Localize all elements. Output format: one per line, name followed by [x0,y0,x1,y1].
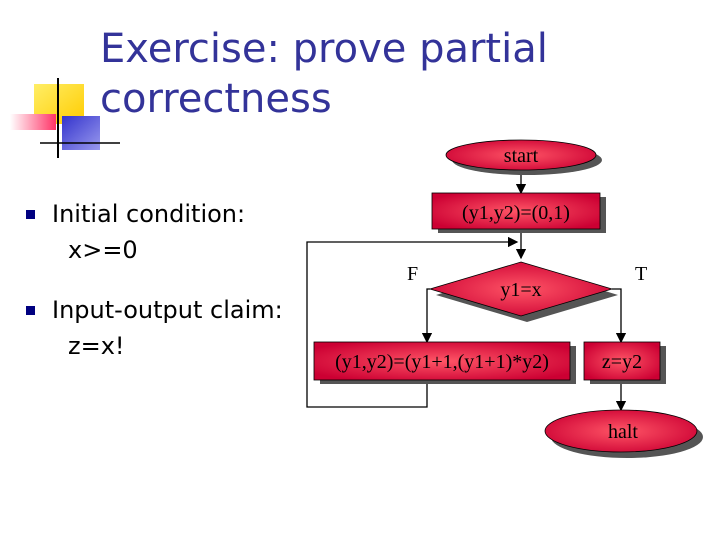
title-line-1: Exercise: prove partial [100,26,548,72]
assign-output-node: z=y2 [583,341,666,384]
title-line-2: correctness [100,76,332,122]
init-node: (y1,y2)=(0,1) [431,192,606,233]
logo-red-bar [10,114,56,130]
bullet-marker-icon [26,306,35,315]
flow-connectors [306,170,627,412]
bullet-initial-condition: Initial condition: x>=0 [22,196,312,268]
arrow-loop-back [306,236,519,408]
logo-decoration [10,78,120,158]
condition-node-label: y1=x [500,279,541,301]
bullet-value: z=x! [68,332,125,360]
true-branch-label: T [635,263,647,285]
init-node-label: (y1,y2)=(0,1) [462,202,570,224]
arrow-true-branch [612,288,627,344]
halt-node: halt [544,409,703,458]
bullet-label: Input-output claim: [52,296,283,324]
assign-output-node-label: z=y2 [602,351,642,373]
loop-body-node-label: (y1,y2)=(y1+1,(y1+1)*y2) [335,351,549,373]
condition-node: y1=x [428,261,618,322]
logo-blue-square [62,116,100,150]
bullet-value: x>=0 [68,236,138,264]
loop-body-node: (y1,y2)=(y1+1,(y1+1)*y2) [313,341,576,384]
arrow-false-branch [421,288,433,344]
start-node-label: start [504,145,539,167]
start-node: start [445,139,602,175]
bullet-input-output-claim: Input-output claim: z=x! [22,292,312,364]
bullet-marker-icon [26,210,35,219]
false-branch-label: F [407,263,418,285]
bullet-list: Initial condition: x>=0 Input-output cla… [22,196,312,388]
bullet-label: Initial condition: [52,200,246,228]
halt-node-label: halt [608,421,638,443]
slide-title: Exercise: prove partial correctness [100,24,660,124]
